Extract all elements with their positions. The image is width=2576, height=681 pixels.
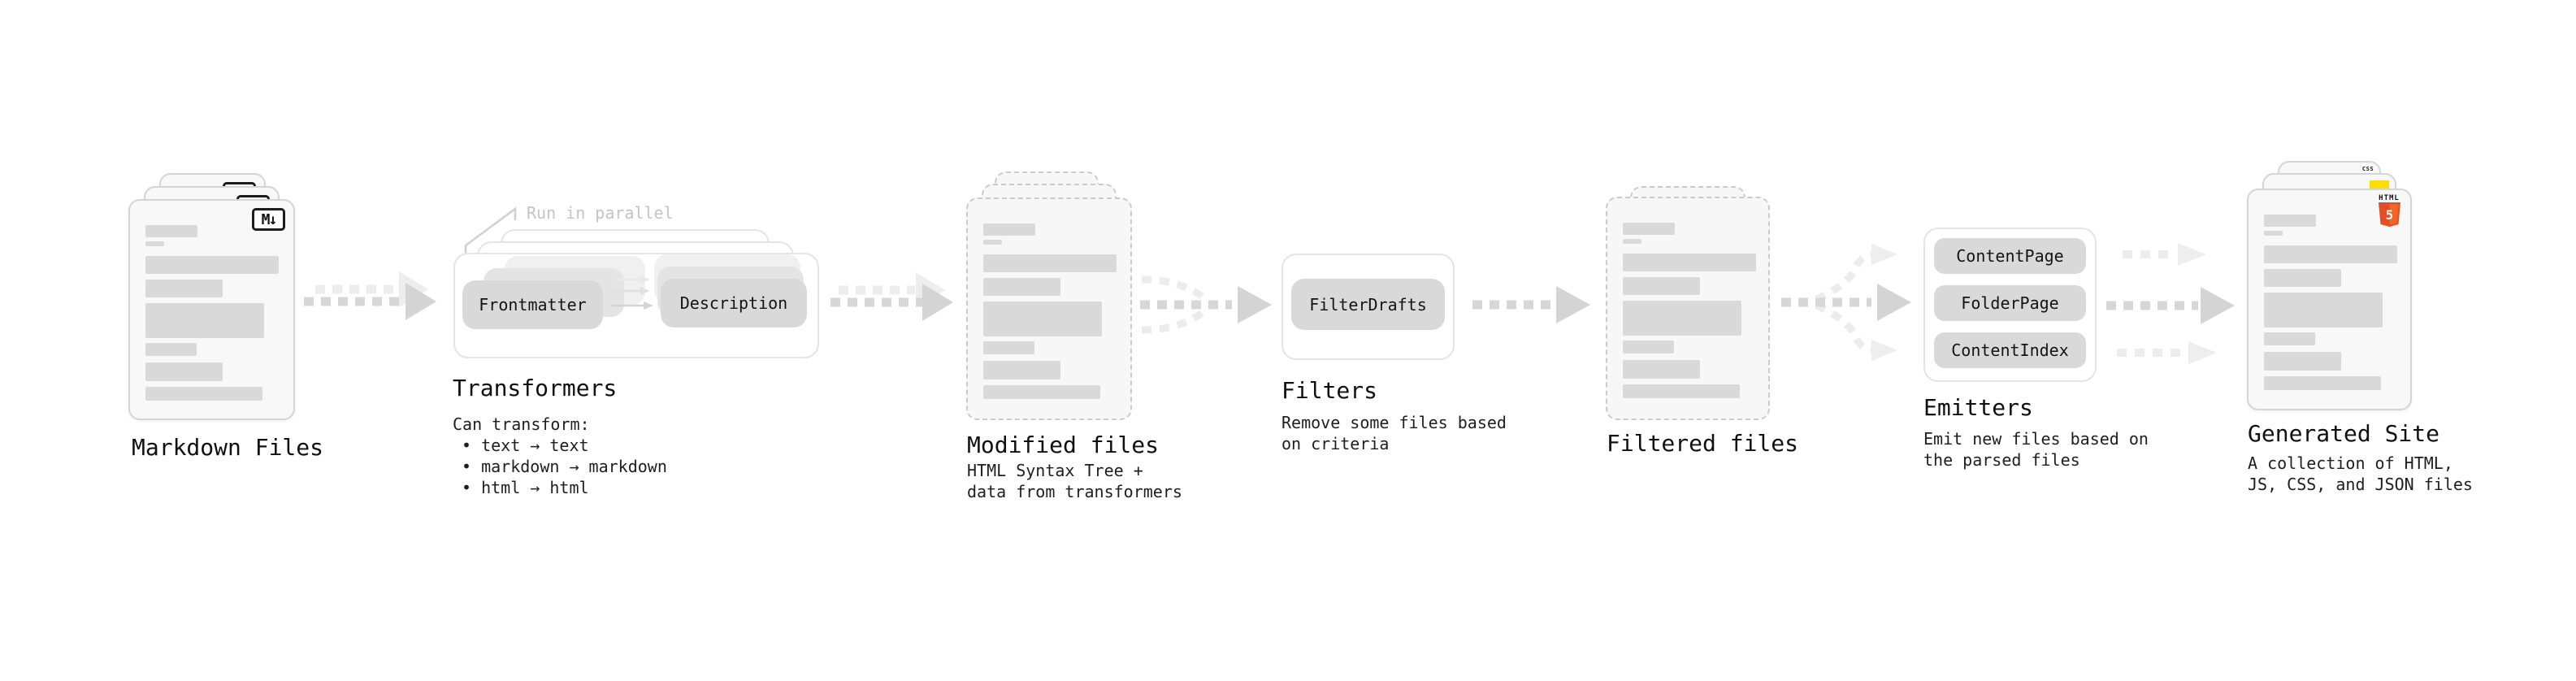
transformers-intro: Can transform: [453, 414, 590, 434]
text-line-placeholder [2264, 352, 2341, 371]
markdown-icon: M↓ [252, 208, 285, 231]
text-line-placeholder [2264, 332, 2315, 345]
description-line: A collection of HTML, [2248, 453, 2453, 473]
flow-arrow-transformers-to-modified [830, 272, 953, 321]
text-line-placeholder [2264, 245, 2397, 263]
transformers-description: Can transform: • text → text • markdown … [453, 414, 667, 498]
text-line-placeholder [983, 254, 1117, 272]
stage-title-filters: Filters [1281, 377, 1378, 404]
text-line-placeholder [983, 385, 1100, 399]
markdown-file-card-front: M↓ [128, 199, 295, 420]
text-line-placeholder [983, 223, 1035, 236]
transform-bullet: • markdown → markdown [462, 457, 667, 476]
text-line-placeholder [2264, 231, 2283, 236]
text-line-placeholder [1623, 384, 1740, 398]
stage-title-markdown-files: Markdown Files [132, 434, 324, 461]
text-line-placeholder [145, 225, 197, 237]
flow-arrow-filters-to-filtered [1472, 286, 1590, 323]
text-line-placeholder [983, 301, 1102, 336]
stage-title-filtered-files: Filtered files [1607, 430, 1799, 457]
text-line-placeholder [2264, 376, 2381, 390]
description-line: Remove some files based [1281, 413, 1507, 432]
text-line-placeholder [983, 341, 1034, 354]
text-line-placeholder [1623, 360, 1700, 379]
frontmatter-box: Frontmatter [462, 280, 603, 329]
transform-bullet: • html → html [462, 478, 589, 497]
description-box: Description [661, 279, 807, 327]
flow-arrow-modified-to-filters [1140, 275, 1272, 334]
generated-site-description: A collection of HTML, JS, CSS, and JSON … [2248, 453, 2473, 495]
description-line: the parsed files [1923, 450, 2080, 470]
svg-text:5: 5 [2385, 207, 2393, 223]
stage-title-transformers: Transformers [453, 375, 618, 401]
text-line-placeholder [145, 387, 262, 401]
html5-icon: HTML 5 [2374, 194, 2404, 230]
text-line-placeholder [145, 303, 264, 338]
annotation-leader-line [464, 206, 517, 258]
flow-arrow-emitters-to-generated [2106, 243, 2235, 364]
contentpage-box: ContentPage [1934, 238, 2086, 274]
text-line-placeholder [145, 256, 279, 274]
text-line-placeholder [983, 240, 1002, 245]
text-line-placeholder [2264, 215, 2316, 227]
text-line-placeholder [145, 343, 197, 356]
description-line: JS, CSS, and JSON files [2248, 475, 2473, 494]
emitters-description: Emit new files based on the parsed files [1923, 428, 2149, 471]
text-line-placeholder [983, 361, 1060, 380]
description-line: HTML Syntax Tree + [967, 461, 1143, 480]
description-line: Emit new files based on [1923, 429, 2149, 449]
text-line-placeholder [2264, 293, 2383, 327]
folderpage-box: FolderPage [1934, 285, 2086, 321]
document-skeleton [2264, 215, 2397, 390]
text-line-placeholder [1623, 301, 1741, 336]
stage-title-generated-site: Generated Site [2248, 420, 2440, 447]
text-line-placeholder [2264, 269, 2341, 287]
generated-file-card-html: HTML 5 [2247, 189, 2412, 410]
document-skeleton [983, 223, 1117, 399]
css-label: CSS [2361, 166, 2374, 172]
modified-file-card-front [966, 197, 1132, 420]
description-line: data from transformers [967, 482, 1182, 501]
js-badge [2370, 180, 2389, 189]
flow-arrow-markdown-to-transformers [304, 271, 436, 320]
filtered-file-card-front [1606, 197, 1770, 420]
html5-shield: 5 [2378, 202, 2400, 227]
html5-word: HTML [2379, 194, 2400, 202]
flow-arrow-filtered-to-emitters [1781, 244, 1911, 361]
transform-mini-arrows [611, 275, 653, 310]
text-line-placeholder [1623, 340, 1674, 354]
text-line-placeholder [1623, 277, 1700, 295]
stage-title-emitters: Emitters [1923, 394, 2033, 421]
document-skeleton [1623, 223, 1756, 398]
text-line-placeholder [1623, 239, 1641, 244]
text-line-placeholder [145, 362, 223, 381]
modified-files-description: HTML Syntax Tree + data from transformer… [967, 460, 1182, 502]
markdown-icon-label: M↓ [261, 210, 278, 228]
description-line: on criteria [1281, 434, 1390, 453]
text-line-placeholder [1623, 223, 1675, 235]
run-in-parallel-note: Run in parallel [527, 203, 674, 223]
contentindex-box: ContentIndex [1934, 332, 2086, 368]
text-line-placeholder [983, 278, 1060, 296]
document-skeleton [145, 225, 279, 401]
text-line-placeholder [145, 280, 223, 297]
text-line-placeholder [145, 241, 164, 246]
text-line-placeholder [1623, 254, 1756, 271]
filters-description: Remove some files based on criteria [1281, 412, 1507, 454]
filterdrafts-box: FilterDrafts [1291, 279, 1445, 330]
stage-title-modified-files: Modified files [967, 432, 1160, 458]
transform-bullet: • text → text [462, 436, 589, 455]
